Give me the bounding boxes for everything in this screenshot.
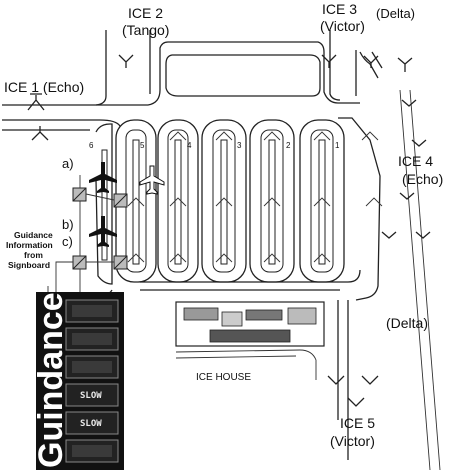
- aircraft-icon: [89, 162, 117, 193]
- aircraft-icon: [89, 216, 117, 247]
- light-tower-icon: [363, 55, 379, 68]
- delta-top-label: (Delta): [376, 6, 415, 21]
- pad-number-6: 6: [89, 141, 94, 150]
- labels: ICE 1 (Echo) ICE 2 (Tango) ICE 3 (Victor…: [4, 1, 443, 449]
- ice3-name: ICE 3: [322, 1, 357, 17]
- light-tower-icon: [347, 397, 365, 407]
- position-label-a: a): [62, 156, 74, 171]
- sign-rows: SLOW SLOW: [65, 299, 119, 463]
- ice-house-label: ICE HOUSE: [196, 372, 251, 383]
- pad-1: [299, 119, 345, 283]
- position-label-c: c): [62, 234, 73, 249]
- light-tower-icon: [401, 99, 417, 107]
- ice4-code: (Echo): [402, 171, 443, 187]
- pad-number-5: 5: [140, 141, 145, 150]
- light-tower-icon: [31, 126, 49, 141]
- position-label-b: b): [62, 217, 74, 232]
- guidance-signboard: SLOW SLOW Guindance: [32, 286, 124, 470]
- light-tower-icon: [415, 231, 431, 239]
- pad-2: [249, 119, 295, 283]
- ice5-code: (Victor): [330, 433, 375, 449]
- light-tower-icon: [397, 57, 413, 72]
- ice2-code: (Tango): [122, 22, 169, 38]
- ice2-name: ICE 2: [128, 5, 163, 21]
- pad-6: [95, 123, 113, 285]
- aircraft-icon: [139, 165, 165, 195]
- ice1-label: ICE 1 (Echo): [4, 79, 84, 95]
- sign-row-text: SLOW: [80, 419, 102, 429]
- pad-number-1: 1: [335, 141, 340, 150]
- guidance-side-line: Guidance: [14, 230, 53, 240]
- sign-title: Guindance: [32, 292, 70, 468]
- guidance-side-line: Signboard: [8, 260, 50, 270]
- pad-number-2: 2: [286, 141, 291, 150]
- tower-icons: [27, 54, 431, 407]
- ice3-code: (Victor): [320, 18, 365, 34]
- deicing-pads: 6 5 4 3 2 1: [89, 119, 383, 285]
- ice5-name: ICE 5: [340, 415, 375, 431]
- pad-number-3: 3: [237, 141, 242, 150]
- aircraft-icons: [89, 162, 165, 247]
- signboards: [55, 175, 128, 292]
- light-tower-icon: [399, 192, 415, 200]
- guidance-side-line: from: [24, 250, 43, 260]
- light-tower-icon: [118, 54, 134, 68]
- pad-number-4: 4: [187, 141, 192, 150]
- light-tower-icon: [411, 139, 427, 147]
- ice-house-building: [175, 301, 325, 380]
- pad-4: [157, 119, 199, 283]
- delta-right-label: (Delta): [386, 315, 428, 331]
- light-tower-icon: [27, 93, 45, 111]
- pad-chevrons: [127, 131, 383, 263]
- sign-row-text: SLOW: [80, 391, 102, 401]
- guidance-side-line: Information: [6, 240, 53, 250]
- light-tower-icon: [327, 375, 345, 385]
- pad-3: [201, 119, 247, 283]
- light-tower-icon: [381, 231, 397, 239]
- light-tower-icon: [321, 54, 337, 68]
- ice4-name: ICE 4: [398, 153, 433, 169]
- pad-5: [115, 119, 157, 283]
- light-tower-icon: [361, 375, 379, 385]
